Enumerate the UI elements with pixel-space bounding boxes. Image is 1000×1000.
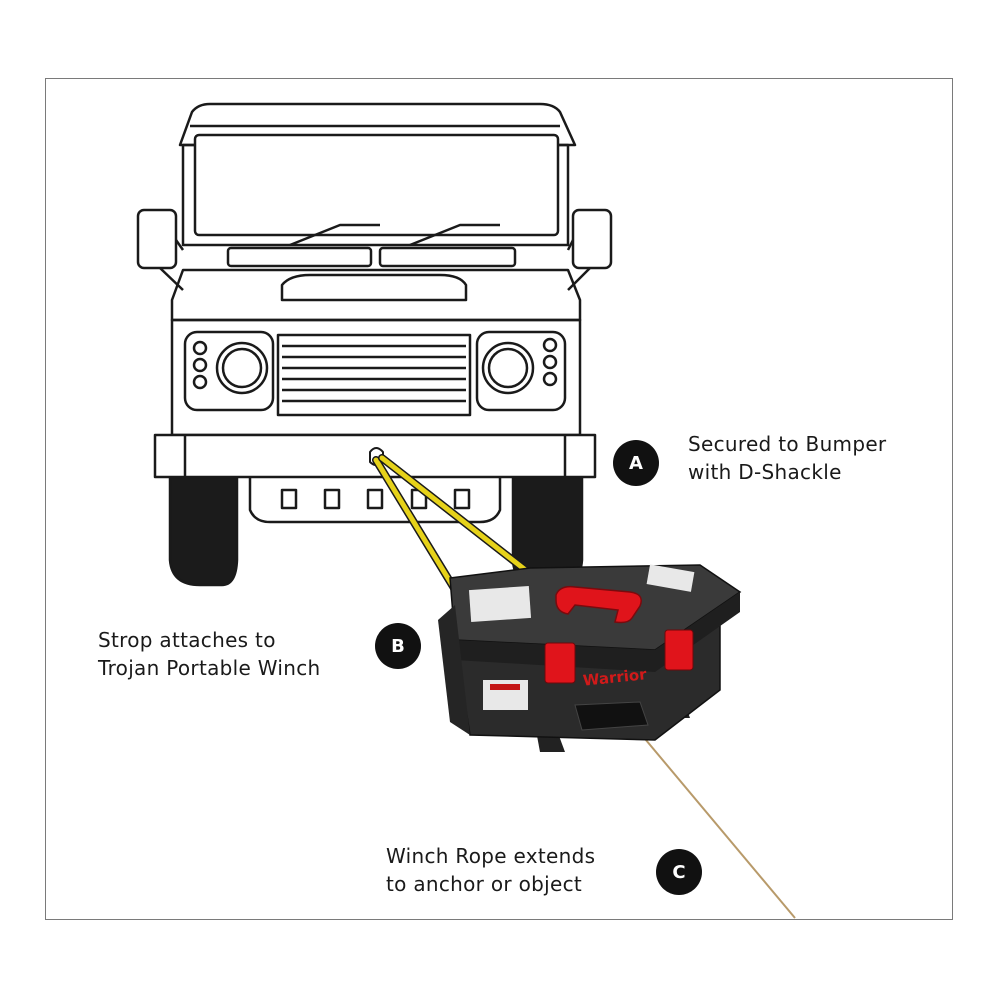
callout-c-text: Winch Rope extends to anchor or object (386, 842, 595, 898)
callout-a-line1: Secured to Bumper (688, 432, 887, 456)
bonnet (170, 268, 582, 322)
underbody (248, 477, 502, 524)
callout-b-line1: Strop attaches to (98, 628, 276, 652)
left-mirror (136, 208, 178, 270)
front-bumper (153, 433, 597, 479)
callout-a-line2: with D-Shackle (688, 460, 842, 484)
lid-label (468, 585, 532, 623)
left-latch (544, 642, 576, 684)
callout-a-text: Secured to Bumper with D-Shackle (688, 430, 886, 486)
carry-handle (555, 585, 642, 624)
right-wiper (409, 223, 500, 247)
callout-b-line2: Trojan Portable Winch (98, 656, 321, 680)
left-lamp-housing (183, 330, 275, 412)
callout-b-badge: B (375, 623, 421, 669)
callout-a-badge: A (613, 440, 659, 486)
right-cowl-vent (378, 246, 517, 268)
callout-c-line2: to anchor or object (386, 872, 583, 896)
strop (372, 454, 532, 602)
diagram-frame (45, 78, 953, 920)
right-latch (664, 629, 694, 671)
windshield (193, 133, 560, 237)
right-headlight (481, 341, 535, 395)
callout-c-badge: C (656, 849, 702, 895)
vehicle-front-view (136, 102, 613, 587)
right-lamp-housing (475, 330, 567, 412)
grille (276, 333, 472, 417)
callout-c-line1: Winch Rope extends (386, 844, 596, 868)
left-cowl-vent (226, 246, 373, 268)
callout-b-text: Strop attaches to Trojan Portable Winch (98, 626, 321, 682)
winch-rope (624, 714, 796, 919)
left-wiper (289, 223, 380, 247)
right-mirror (571, 208, 613, 270)
rope-guide (574, 701, 649, 731)
roof (178, 102, 577, 147)
front-panel (170, 318, 582, 437)
left-tire (168, 470, 239, 587)
portable-winch: Warrior (438, 564, 742, 752)
left-headlight (215, 341, 269, 395)
bonnet-bulge (280, 273, 468, 302)
